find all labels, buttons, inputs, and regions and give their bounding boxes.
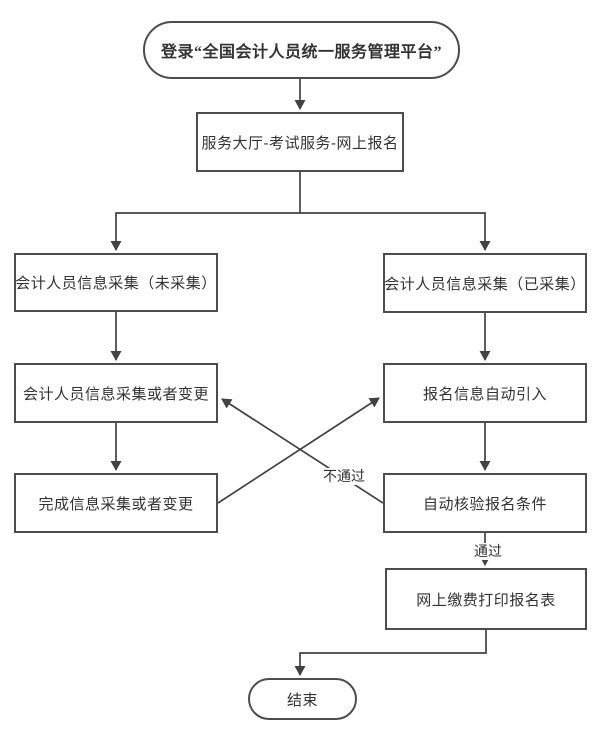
node-info-collected: 会计人员信息采集（已采集） [383, 253, 587, 313]
node-auto-verify: 自动核验报名条件 [383, 473, 587, 533]
node-end: 结束 [248, 678, 357, 720]
node-auto-import: 报名信息自动引入 [383, 363, 587, 423]
edge-label-pass: 通过 [470, 543, 506, 560]
node-pay-print-form: 网上缴费打印报名表 [385, 568, 587, 630]
arrow-hall-to-collect-done [300, 212, 491, 251]
node-collect-or-change: 会计人员信息采集或者变更 [14, 363, 218, 423]
edge-label-fail: 不通过 [318, 468, 370, 485]
arrow-hall-to-collect-not [110, 172, 301, 251]
arrow-complete-to-import [217, 397, 380, 504]
node-start: 登录“全国会计人员统一服务管理平台” [143, 21, 460, 79]
node-service-hall: 服务大厅-考试服务-网上报名 [196, 112, 404, 172]
node-info-not-collected: 会计人员信息采集（未采集） [14, 253, 218, 312]
arrow-verify-fail-to-change [221, 398, 384, 504]
node-complete-collect-or-change: 完成信息采集或者变更 [14, 473, 218, 533]
arrow-pay-to-end [294, 630, 487, 676]
